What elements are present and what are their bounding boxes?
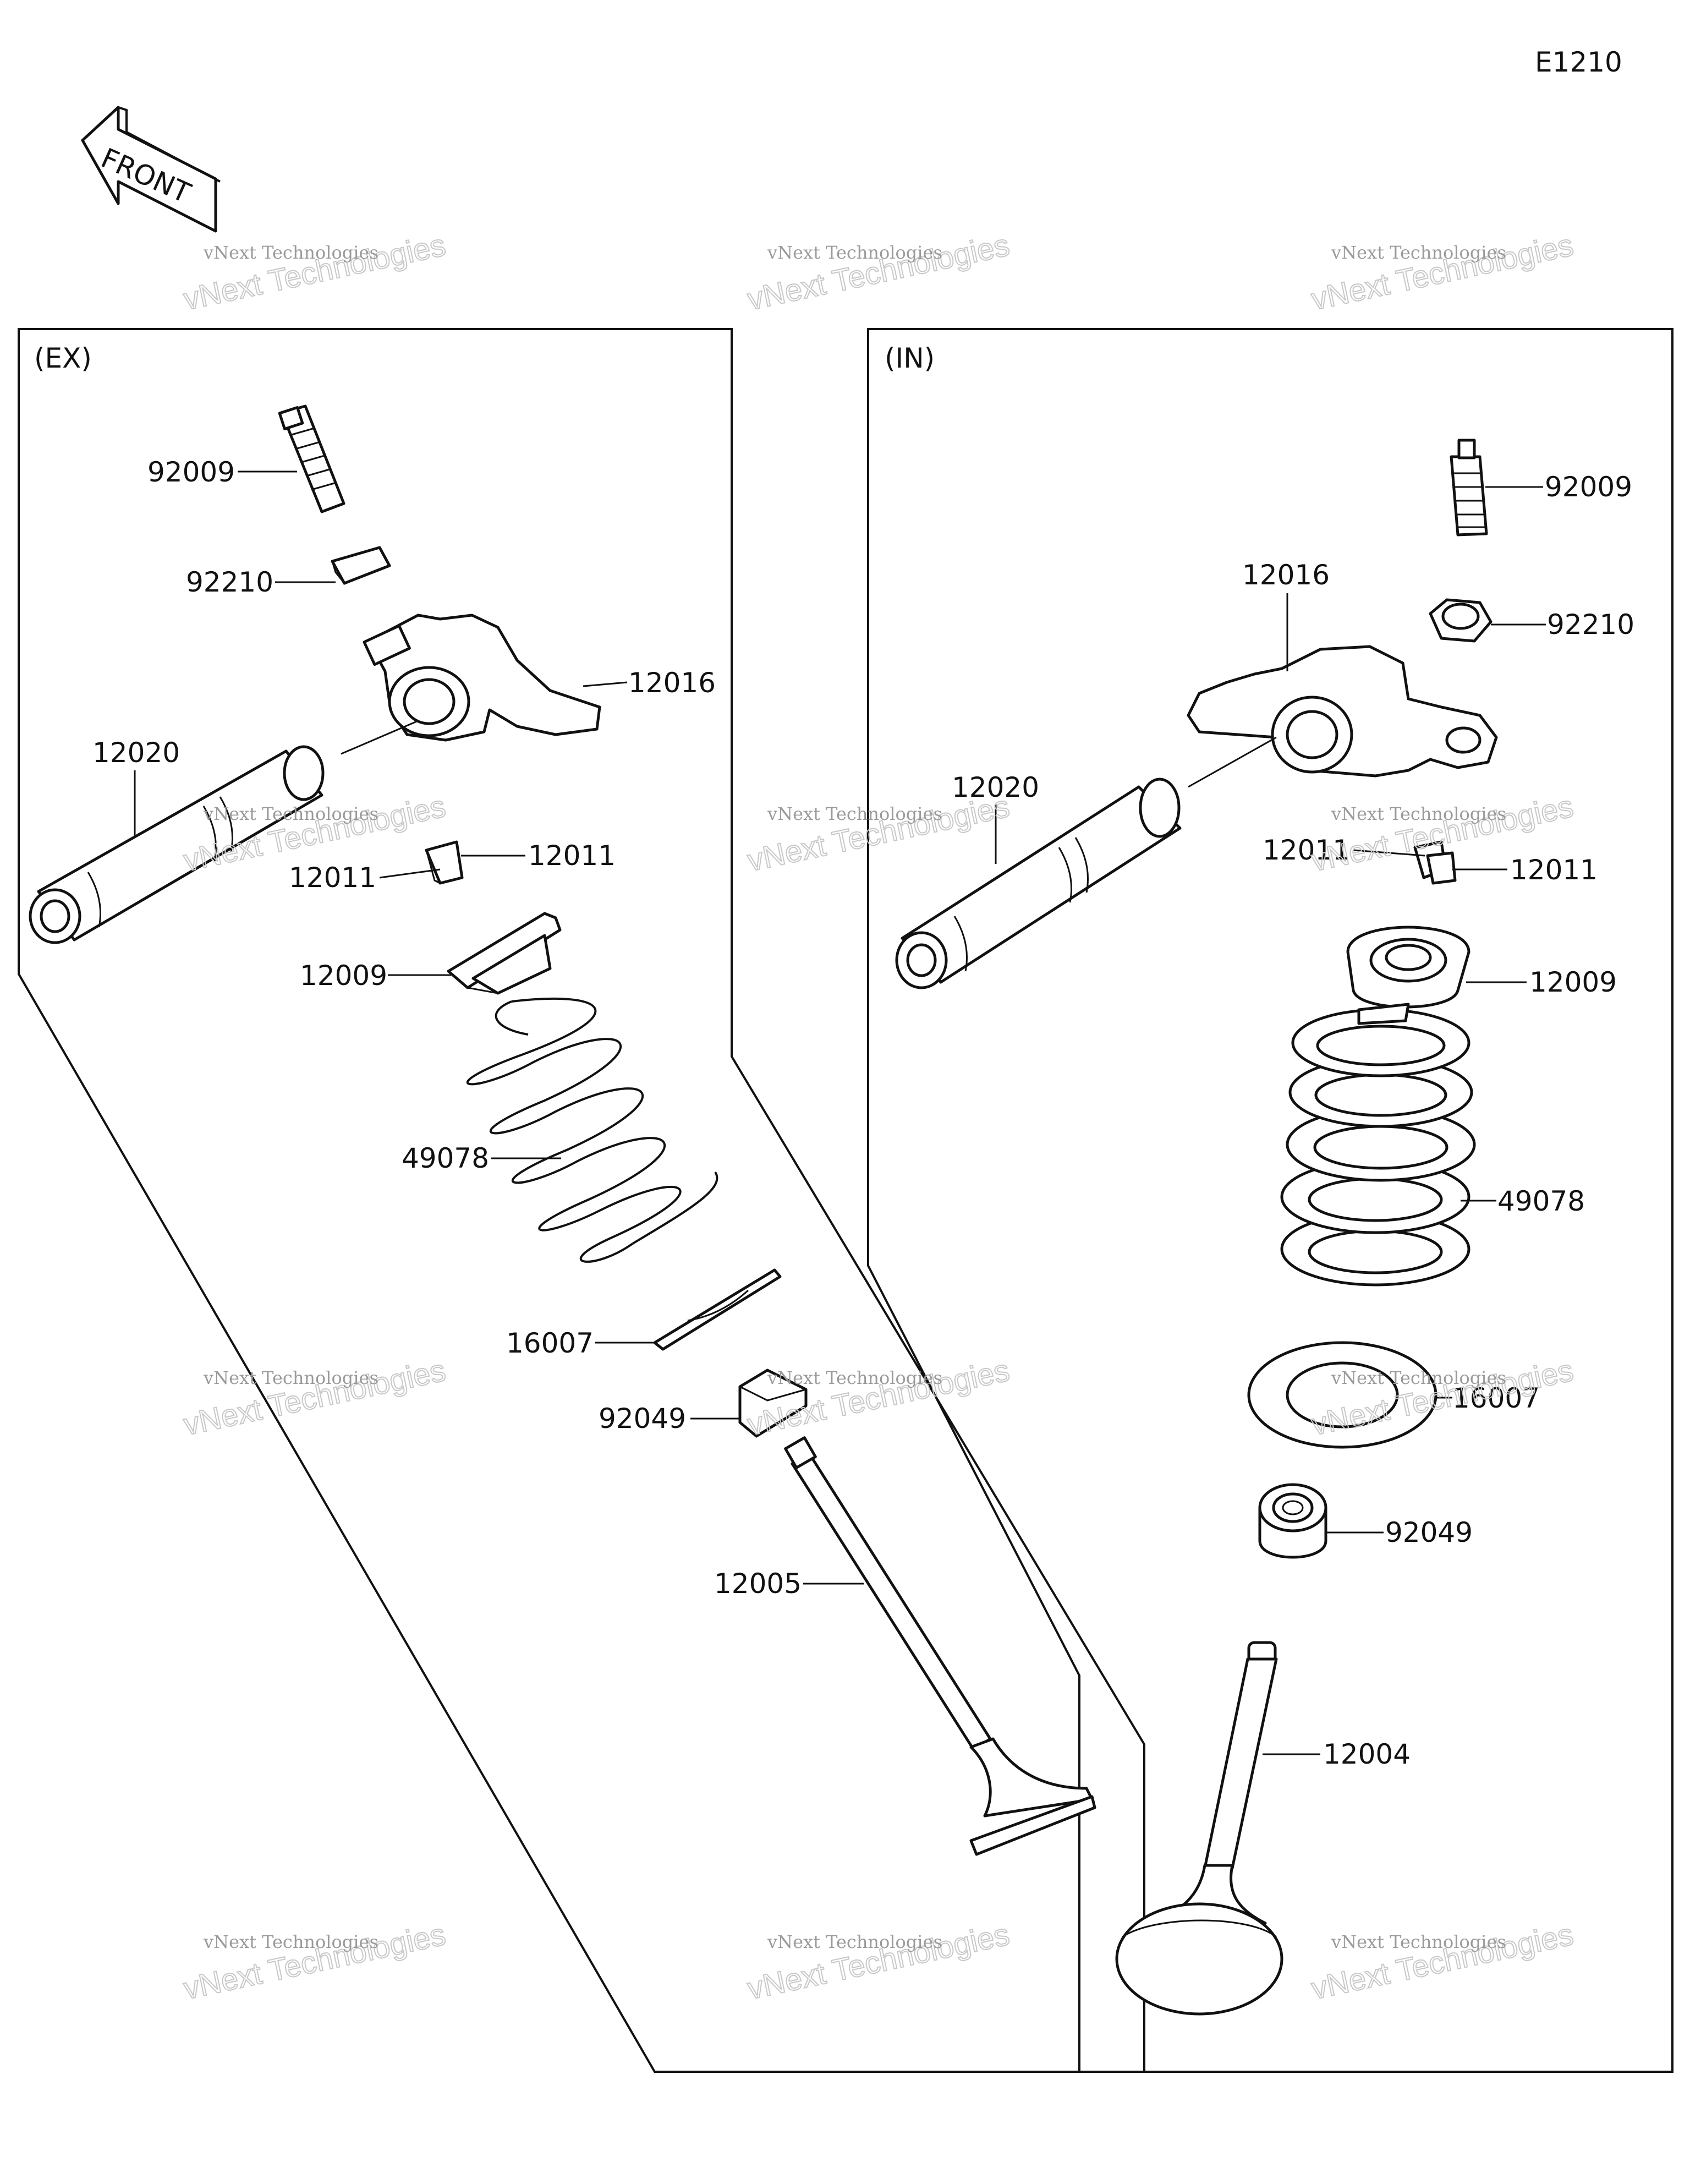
in-keeper-icon [1413,840,1457,885]
in-valve-spring-label: 49078 [1497,1185,1585,1217]
ex-valve-spring-label: 49078 [402,1142,489,1174]
watermark-text: vNext Technologies [767,242,942,263]
ex-rocker-arm-label: 12016 [628,667,716,699]
in-spring-retainer-label: 12009 [1529,966,1617,998]
diagram-code: E1210 [1535,46,1622,78]
ex-spring-seat-icon [653,1268,782,1351]
in-spring-seat-label: 16007 [1452,1382,1540,1414]
in-valve-label: 12004 [1323,1738,1411,1770]
watermark-outline: vNext Technologies [744,227,1012,316]
ex-spring-seat-label: 16007 [506,1327,594,1359]
watermark-outline: vNext Technologies [1308,1917,1576,2006]
in-valve-spring-icon [1280,1003,1476,1287]
in-nut-icon [1429,598,1493,643]
ex-keeper-right-label: 12011 [528,840,616,872]
in-adjust-screw-icon [1450,439,1488,537]
front-arrow-icon: FRONT [81,106,221,233]
ex-nut-icon [331,546,391,585]
in-keeper-left-label: 12011 [1263,834,1350,866]
ex-rocker-shaft-label: 12020 [92,737,180,769]
watermark-text: vNext Technologies [767,803,942,824]
in-stem-seal-icon [1258,1483,1327,1559]
in-spring-retainer-icon [1346,926,1470,1009]
watermark-outline: vNext Technologies [180,1917,448,2006]
in-rocker-arm-icon [1187,645,1498,778]
exhaust-panel-title: (EX) [34,342,92,374]
in-spring-seat-icon [1247,1341,1437,1449]
watermark-text: vNext Technologies [1331,242,1506,263]
ex-adjust-screw-label: 92009 [147,456,235,488]
ex-adjust-screw-icon [278,404,345,513]
in-keeper-right-label: 12011 [1510,854,1598,886]
intake-panel-frame [867,328,1673,2073]
watermark-text: vNext Technologies [203,1367,378,1388]
ex-spring-retainer-icon [447,912,562,995]
ex-keeper-icon [425,840,464,885]
ex-valve-icon [784,1436,1096,1856]
watermark-text: vNext Technologies [767,1931,942,1952]
intake-panel-title: (IN) [885,342,935,374]
ex-nut-label: 92210 [186,566,273,598]
watermark-text: vNext Technologies [203,242,378,263]
ex-stem-seal-icon [738,1369,808,1438]
in-adjust-screw-label: 92009 [1545,471,1632,503]
in-nut-label: 92210 [1547,609,1634,641]
ex-rocker-arm-icon [363,614,601,742]
ex-valve-label: 12005 [714,1568,802,1600]
ex-stem-seal-label: 92049 [599,1403,686,1435]
in-rocker-arm-label: 12016 [1242,559,1330,591]
in-rocker-shaft-icon [895,778,1182,989]
in-rocker-shaft-label: 12020 [952,771,1039,803]
watermark-text: vNext Technologies [1331,803,1506,824]
watermark-outline: vNext Technologies [744,789,1012,878]
watermark-text: vNext Technologies [767,1367,942,1388]
ex-rocker-shaft-icon [29,745,325,944]
in-valve-icon [1115,1641,1283,2016]
watermark-outline: vNext Technologies [744,1917,1012,2006]
watermark-outline: vNext Technologies [180,227,448,316]
watermark-text: vNext Technologies [203,803,378,824]
watermark-outline: vNext Technologies [1308,227,1576,316]
watermark-text: vNext Technologies [1331,1367,1506,1388]
in-stem-seal-label: 92049 [1385,1517,1473,1548]
ex-spring-retainer-label: 12009 [300,960,387,992]
ex-keeper-left-label: 12011 [289,862,376,894]
exhaust-panel-frame [18,328,1145,2073]
ex-valve-spring-icon [466,997,718,1263]
watermark-text: vNext Technologies [1331,1931,1506,1952]
watermark-text: vNext Technologies [203,1931,378,1952]
watermark-outline: vNext Technologies [180,1353,448,1442]
